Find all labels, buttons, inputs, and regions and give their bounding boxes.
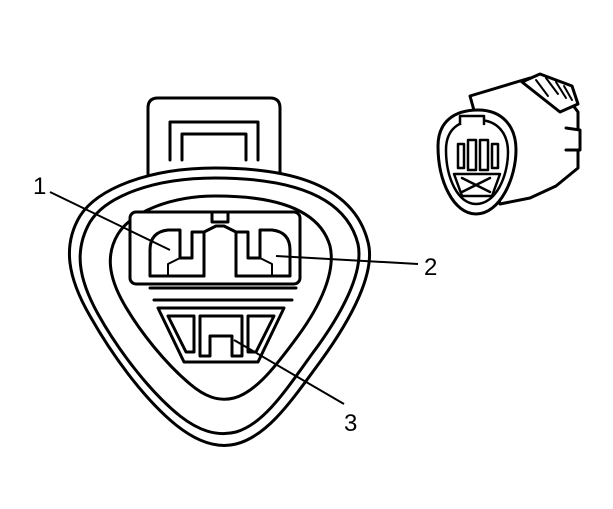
leader-line-3 (233, 339, 345, 405)
leader-line-2 (275, 255, 419, 265)
upper-terminal-cavities (128, 210, 302, 286)
connector-isometric-view (436, 72, 582, 216)
cavity-separator (148, 286, 298, 302)
leader-line-1 (49, 191, 171, 251)
lower-terminal-cavity (156, 306, 286, 364)
callout-label-1: 1 (33, 173, 46, 200)
connector-housing-ring (78, 176, 361, 436)
locking-tab (146, 96, 282, 180)
connector-seal (108, 194, 333, 401)
callout-label-3: 3 (344, 410, 357, 437)
callout-leaders (49, 191, 419, 405)
callout-label-2: 2 (424, 254, 437, 281)
